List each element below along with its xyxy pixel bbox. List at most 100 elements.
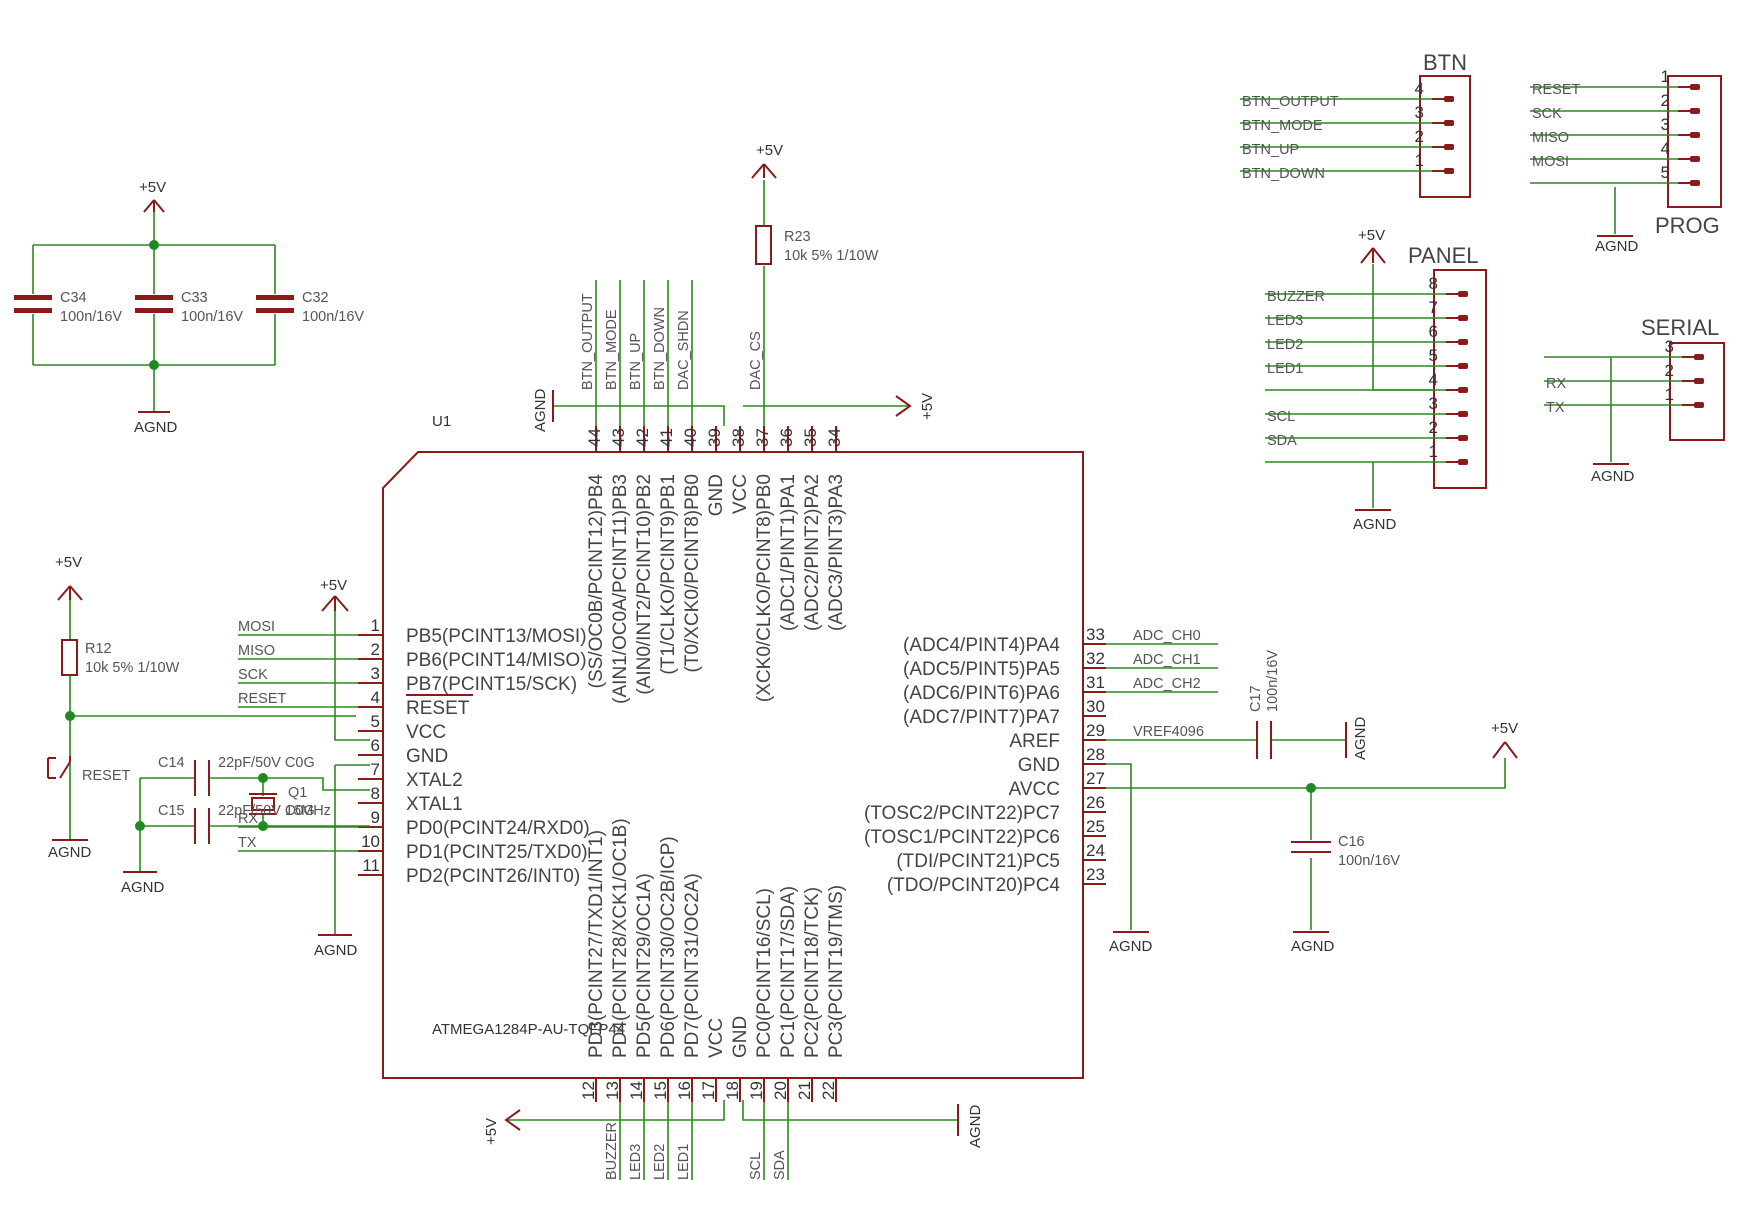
r12-value: 10k 5% 1/10W xyxy=(85,660,180,676)
u1-pin-num-17: 17 xyxy=(699,1081,718,1100)
u1-pin-name-25: (TOSC1/PCINT22)PC6 xyxy=(864,827,1060,848)
conn-serial-pin-1: 1 xyxy=(1665,385,1674,404)
u1-pin-name-44: (SS/OC0B/PCINT12)PB4 xyxy=(586,474,607,689)
u1-pin-name-4: RESET xyxy=(406,698,470,719)
u1-pin-name-22: PC3(PCINT19/TMS) xyxy=(826,885,847,1058)
u1-pin-name-27: AVCC xyxy=(1009,779,1060,800)
u1-pin-num-14: 14 xyxy=(627,1081,646,1100)
u1-pin-num-41: 41 xyxy=(657,428,676,447)
net-label-scl: SCL xyxy=(748,1152,764,1180)
u1-pin-num-16: 16 xyxy=(675,1081,694,1100)
u1-chip: U1 ATMEGA1284P-AU-TQFP44 xyxy=(382,413,1084,1079)
bottom-5v-label: +5V xyxy=(483,1118,500,1145)
prog-agnd-label: AGND xyxy=(1595,238,1639,255)
u1-pin-name-37: (XCK0/CLKO/PCINT8)PB0 xyxy=(754,474,775,702)
net-label-led1: LED1 xyxy=(676,1144,692,1180)
u1-pin-name-33: (ADC4/PINT4)PA4 xyxy=(903,635,1060,656)
u1-pin-num-3: 3 xyxy=(371,664,380,683)
u1-pin-num-29: 29 xyxy=(1086,721,1105,740)
net-label-btn_down: BTN_DOWN xyxy=(652,307,668,390)
net-label-sda: SDA xyxy=(772,1150,788,1180)
conn-serial-net-rx: RX xyxy=(1546,376,1566,392)
u1-pin-name-32: (ADC5/PINT5)PA5 xyxy=(903,659,1060,680)
net-label-btn_up: BTN_UP xyxy=(628,333,644,390)
u1-pin-num-42: 42 xyxy=(633,428,652,447)
c32-name: C32 xyxy=(302,290,329,306)
u1-pin-num-26: 26 xyxy=(1086,793,1105,812)
conn-prog-pin-4: 4 xyxy=(1661,139,1670,158)
conn-btn-pin-3: 3 xyxy=(1415,103,1424,122)
r12-name: R12 xyxy=(85,641,112,657)
conn-prog-pin-3: 3 xyxy=(1661,115,1670,134)
c15-value: 22pF/50V C0G xyxy=(218,803,315,819)
u1-pin-num-6: 6 xyxy=(371,736,380,755)
u1-pin-num-43: 43 xyxy=(609,428,628,447)
left-agnd-label: AGND xyxy=(314,942,358,959)
conn-serial-net-tx: TX xyxy=(1546,400,1565,416)
conn-btn-net-btn_output: BTN_OUTPUT xyxy=(1242,94,1339,110)
u1-pin-num-12: 12 xyxy=(579,1081,598,1100)
conn-btn-pin-2: 2 xyxy=(1415,127,1424,146)
u1-pin-name-8: XTAL1 xyxy=(406,794,463,815)
u1-pin-num-1: 1 xyxy=(371,616,380,635)
conn-btn-net-btn_up: BTN_UP xyxy=(1242,142,1299,158)
u1-pin-num-39: 39 xyxy=(705,428,724,447)
panel-title: PANEL xyxy=(1408,243,1479,268)
top-5v-label: +5V xyxy=(919,393,936,420)
u1-pin-num-13: 13 xyxy=(603,1081,622,1100)
conn-panel-net-led3: LED3 xyxy=(1267,313,1303,329)
u1-pin-num-40: 40 xyxy=(681,428,700,447)
conn-panel-pin-8: 8 xyxy=(1429,274,1438,293)
u1-pin-num-27: 27 xyxy=(1086,769,1105,788)
serial-title: SERIAL xyxy=(1641,315,1719,340)
conn-panel-pin-6: 6 xyxy=(1429,322,1438,341)
analog-power: C17 100n/16V AGND C16 100n/16V +5V AGND … xyxy=(1105,650,1518,955)
net-label-tx: TX xyxy=(238,835,257,851)
u1-pin-num-23: 23 xyxy=(1086,865,1105,884)
net-label-reset: RESET xyxy=(238,691,286,707)
u1-pin-name-15: PD6(PCINT30/OC2B/ICP) xyxy=(658,836,679,1058)
conn-prog-pin-1: 1 xyxy=(1661,67,1670,86)
u1-pin-name-2: PB6(PCINT14/MISO) xyxy=(406,650,587,671)
u1-top-pins: 44(SS/OC0B/PCINT12)PB4BTN_OUTPUT43(AIN1/… xyxy=(580,280,847,704)
u1-pin-num-32: 32 xyxy=(1086,649,1105,668)
u1-pin-num-10: 10 xyxy=(361,832,380,851)
u1-pin-name-14: PD5(PCINT29/OC1A) xyxy=(634,873,655,1058)
conn-serial-pin-3: 3 xyxy=(1665,337,1674,356)
u1-pin-name-34: (ADC3/PINT3)PA3 xyxy=(826,474,847,631)
u1-pin-num-8: 8 xyxy=(371,784,380,803)
c32-value: 100n/16V xyxy=(302,309,364,325)
u1-pin-num-22: 22 xyxy=(819,1081,838,1100)
u1-pin-num-11: 11 xyxy=(362,856,380,875)
u1-pin-name-19: PC0(PCINT16/SCL) xyxy=(754,888,775,1058)
panel-agnd-label: AGND xyxy=(1353,516,1397,533)
u1-pin-name-7: XTAL2 xyxy=(406,770,463,791)
u1-pin-num-44: 44 xyxy=(585,428,604,447)
ground-label: AGND xyxy=(134,419,178,436)
u1-pin-name-6: GND xyxy=(406,746,448,767)
u1-pin-num-31: 31 xyxy=(1086,673,1105,692)
r23-5v-label: +5V xyxy=(756,142,783,159)
u1-pin-name-29: AREF xyxy=(1009,731,1060,752)
conn-prog-net-sck: SCK xyxy=(1532,106,1562,122)
u1-pin-name-1: PB5(PCINT13/MOSI) xyxy=(406,626,587,647)
u1-pin-num-30: 30 xyxy=(1086,697,1105,716)
conn-prog-net-miso: MISO xyxy=(1532,130,1569,146)
q1-name: Q1 xyxy=(288,785,307,801)
u1-pin-name-3: PB7(PCINT15/SCK) xyxy=(406,674,577,695)
btn-title: BTN xyxy=(1423,50,1467,75)
u1-pin-num-21: 21 xyxy=(795,1081,814,1100)
u1-pin-name-12: PD3(PCINT27/TXD1/INT1) xyxy=(586,830,607,1058)
avcc-5v-label: +5V xyxy=(1491,720,1518,737)
u1-pin-num-25: 25 xyxy=(1086,817,1105,836)
u1-pin-num-35: 35 xyxy=(801,428,820,447)
c33-value: 100n/16V xyxy=(181,309,243,325)
conn-panel-net-sda: SDA xyxy=(1267,433,1297,449)
u1-pin-name-26: (TOSC2/PCINT22)PC7 xyxy=(864,803,1060,824)
conn-prog-net-reset: RESET xyxy=(1532,82,1580,98)
u1-pin-name-24: (TDI/PCINT21)PC5 xyxy=(896,851,1060,872)
u1-pin-name-30: (ADC7/PINT7)PA7 xyxy=(903,707,1060,728)
u1-pin-name-16: PD7(PCINT31/OC2A) xyxy=(682,873,703,1058)
reset-switch-label: RESET xyxy=(82,768,130,784)
